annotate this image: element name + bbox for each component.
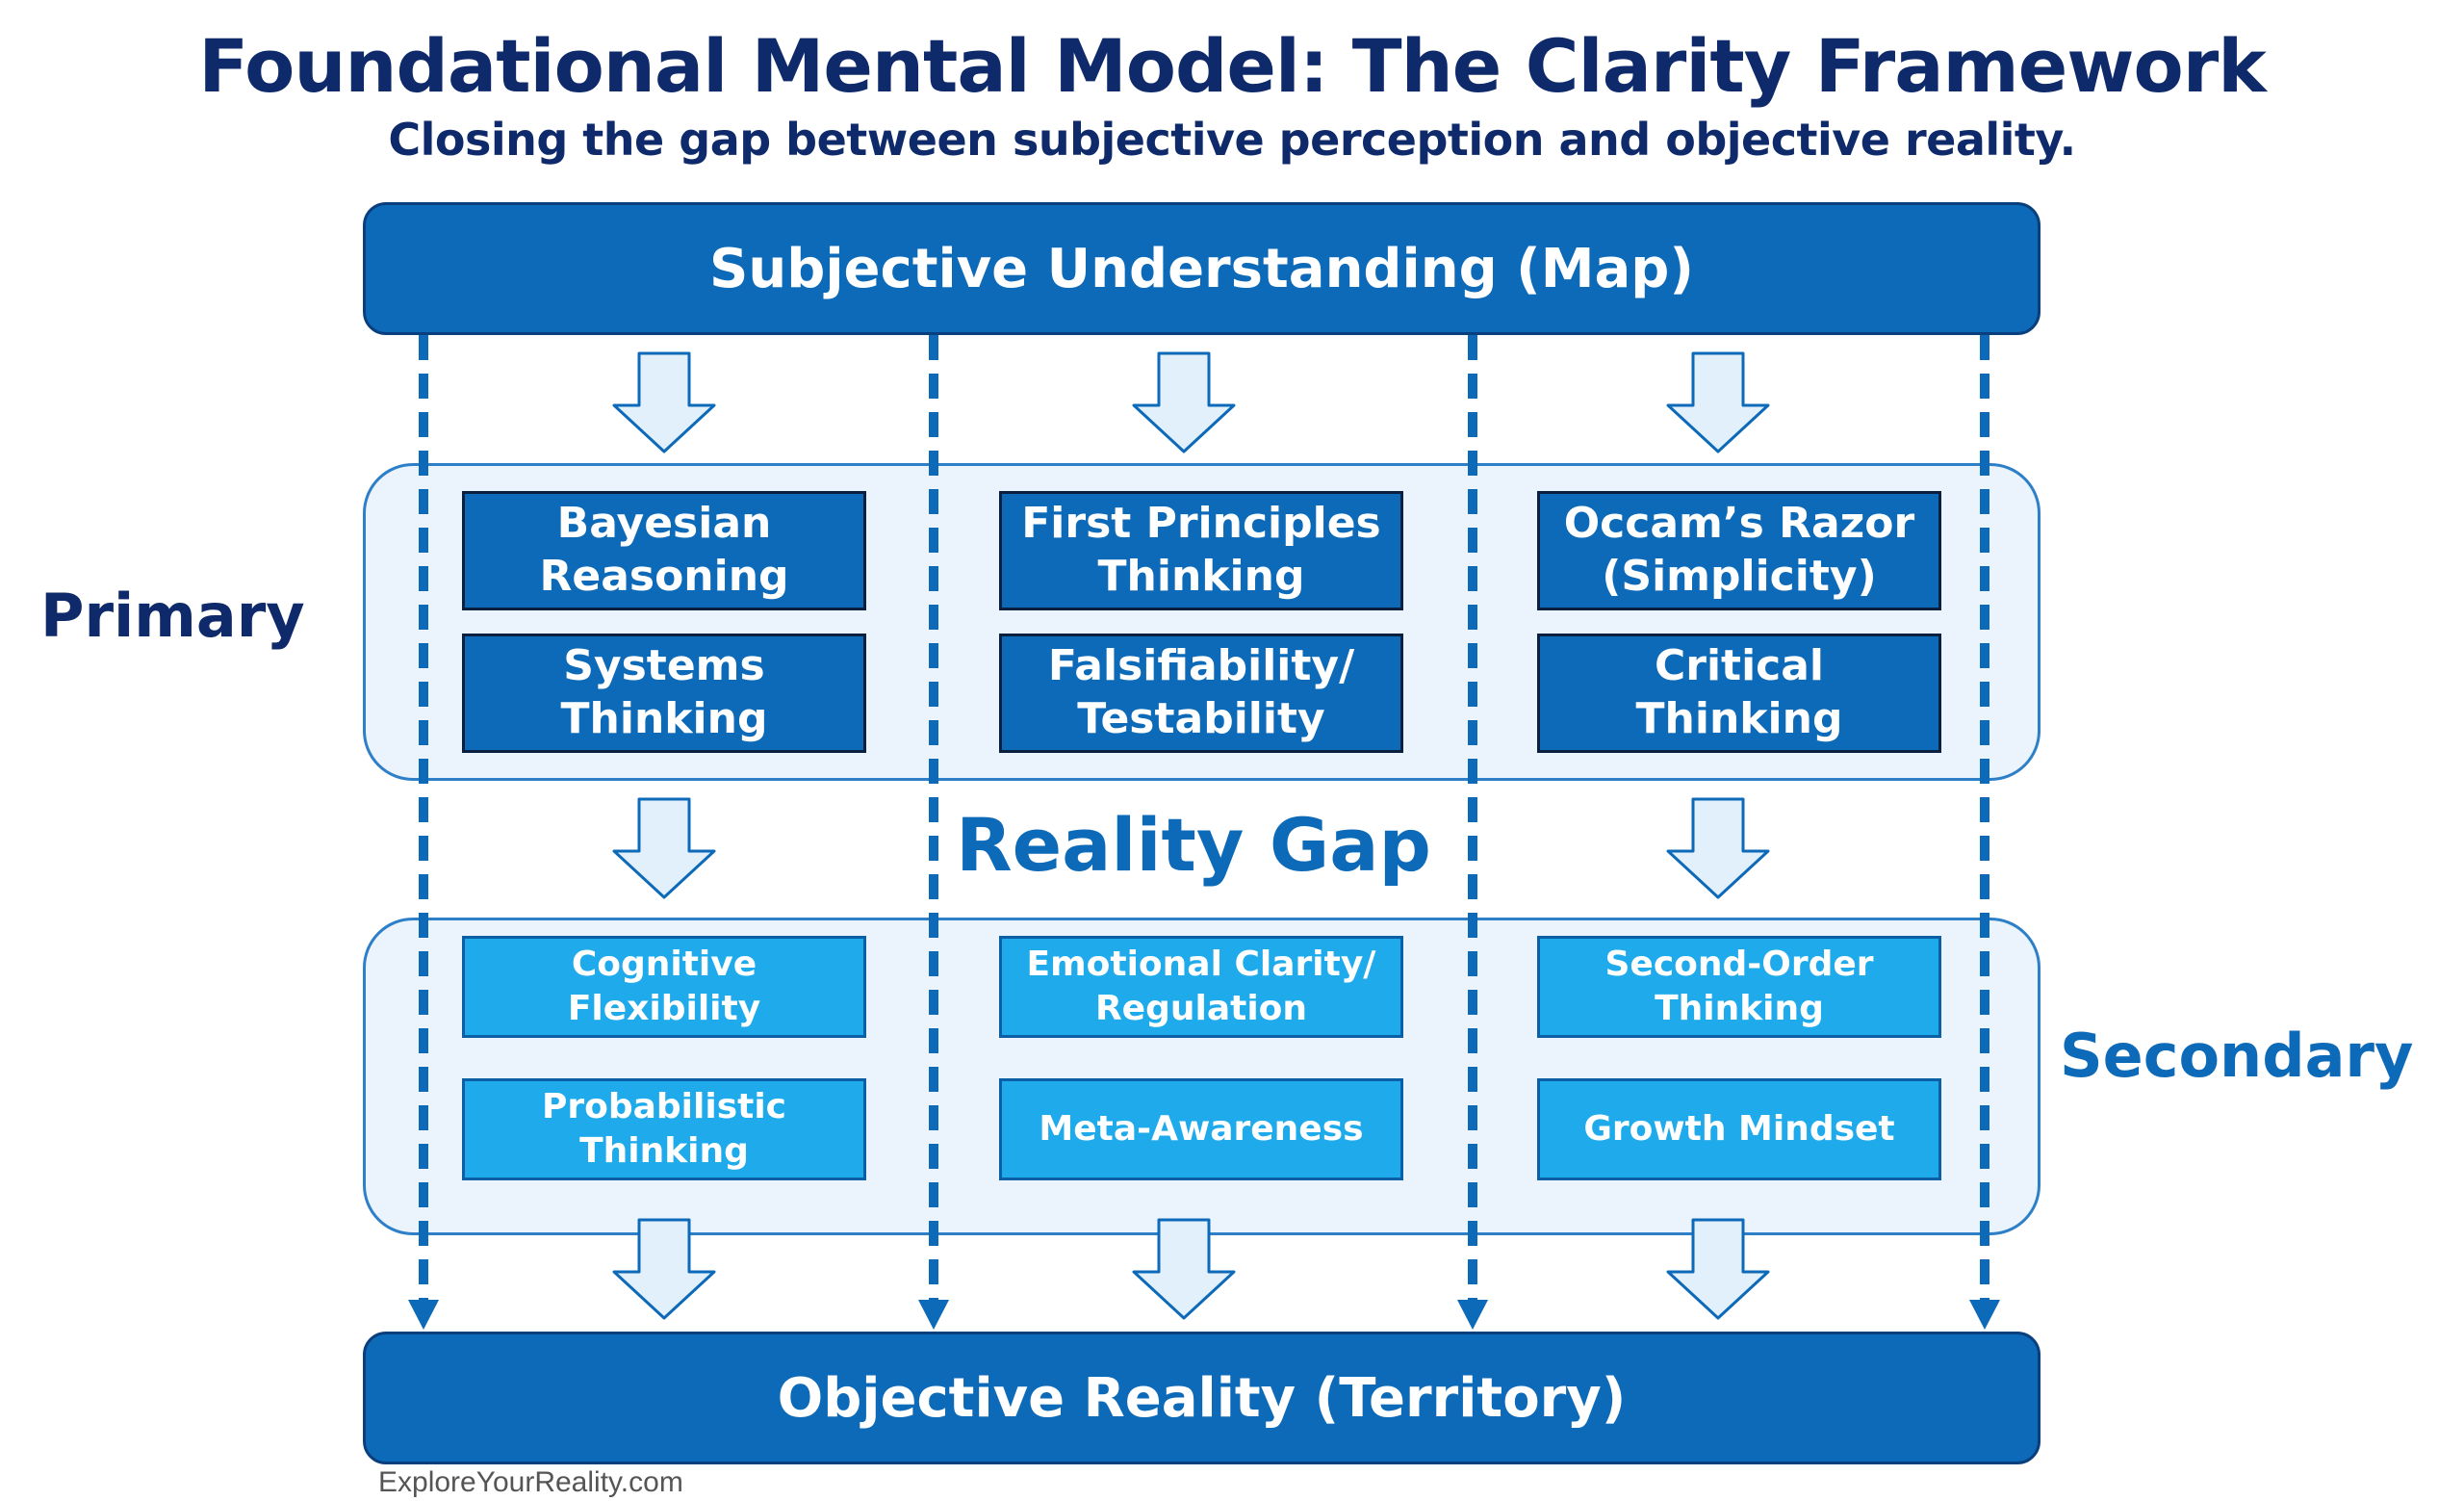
dashed-connectors [408,335,2000,1330]
down-arrow-icon [1666,1218,1770,1320]
primary-box-first-principles: First Principles Thinking [999,491,1403,610]
bottom-bar-label: Objective Reality (Territory) [777,1366,1627,1430]
down-arrow-icon [1132,1218,1236,1320]
bottom-bar-territory: Objective Reality (Territory) [363,1332,2040,1464]
primary-box-systems-thinking: Systems Thinking [462,634,866,753]
top-bar-label: Subjective Understanding (Map) [709,237,1694,300]
secondary-box-cognitive-flexibility: Cognitive Flexibility [462,936,866,1038]
page-title: Foundational Mental Model: The Clarity F… [198,23,2266,109]
secondary-box-probabilistic-thinking: Probabilistic Thinking [462,1078,866,1180]
secondary-box-second-order-thinking: Second-Order Thinking [1537,936,1941,1038]
secondary-box-growth-mindset: Growth Mindset [1537,1078,1941,1180]
down-arrow-icon [1132,351,1236,453]
dashed-arrow-icon [408,1300,439,1330]
primary-box-critical-thinking: Critical Thinking [1537,634,1941,753]
reality-gap-label: Reality Gap [956,802,1431,888]
down-arrow-icon [612,797,716,899]
down-arrow-icon [1666,351,1770,453]
dashed-arrow-icon [918,1300,949,1330]
down-arrow-icon [612,351,716,453]
primary-box-bayesian-reasoning: Bayesian Reasoning [462,491,866,610]
down-arrow-icon [1666,797,1770,899]
primary-label: Primary [40,581,305,651]
down-arrows [612,351,1770,1320]
top-bar-map: Subjective Understanding (Map) [363,202,2040,335]
secondary-box-emotional-clarity: Emotional Clarity/ Regulation [999,936,1403,1038]
secondary-label: Secondary [2060,1021,2414,1091]
page-subtitle: Closing the gap between subjective perce… [388,114,2076,166]
primary-box-falsifiability: Falsifiability/ Testability [999,634,1403,753]
secondary-box-meta-awareness: Meta-Awareness [999,1078,1403,1180]
credit-text: ExploreYourReality.com [378,1466,683,1498]
dashed-arrow-icon [1969,1300,2000,1330]
down-arrow-icon [612,1218,716,1320]
primary-box-occams-razor: Occam’s Razor (Simplicity) [1537,491,1941,610]
dashed-arrow-icon [1457,1300,1488,1330]
